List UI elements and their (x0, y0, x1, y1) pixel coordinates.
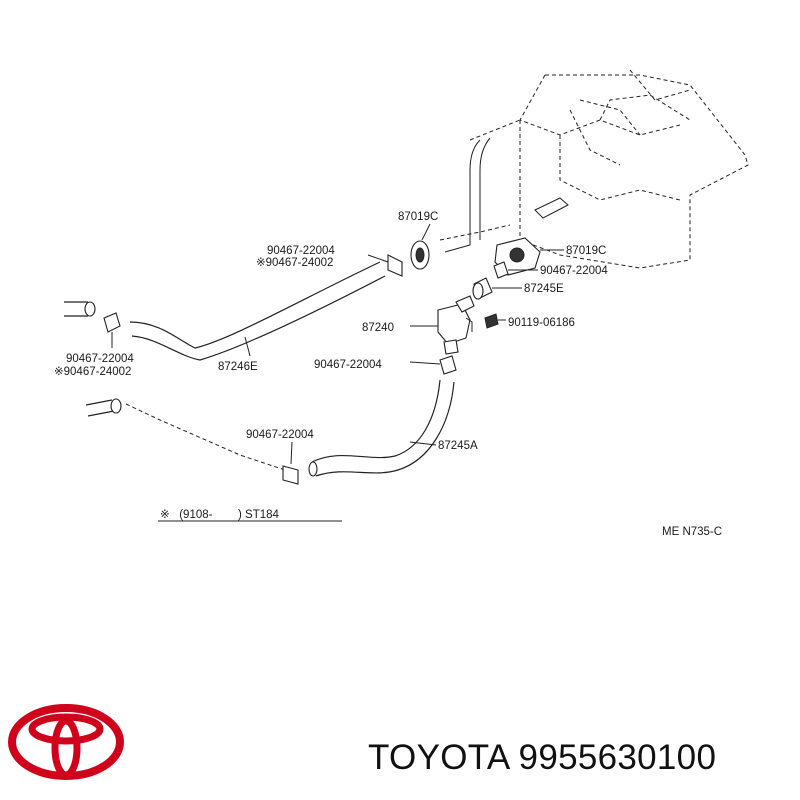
note-text: ※ (9108- ) ST184 (160, 509, 280, 521)
label-90467-24002-left: ※90467-24002 (54, 366, 131, 378)
label-90467-22004-c: 90467-22004 (314, 359, 382, 371)
label-90467-22004-a: 90467-22004 (267, 245, 335, 257)
clamp-90467-c (409, 355, 457, 375)
label-87019c-right: 87019C (566, 245, 606, 257)
hose-87245a (308, 379, 455, 477)
clamp-90467-left (103, 312, 121, 348)
diagram-code: ME N735-C (662, 526, 722, 538)
label-87245e: 87245E (524, 283, 564, 295)
label-90467-22004-b: 90467-22004 (540, 265, 608, 277)
label-90467-22004-left: 90467-22004 (66, 353, 134, 365)
pipe-stub-upper (64, 301, 96, 317)
hose-87246e (129, 261, 386, 361)
heater-unit (439, 69, 749, 269)
toyota-logo-icon (8, 704, 124, 780)
grommet-87019c-top (410, 223, 431, 270)
clamp-90467-b (493, 261, 538, 279)
water-valve-87240 (410, 295, 475, 355)
label-90467-22004-d: 90467-22004 (246, 429, 314, 441)
label-90119-06186: 90119-06186 (508, 317, 575, 329)
label-90467-24002-a: ※90467-24002 (256, 257, 333, 269)
label-87245a: 87245A (438, 440, 478, 452)
hose-piece-87245e (472, 277, 522, 300)
label-87246e: 87246E (218, 361, 258, 373)
grommet-plate-87019c (494, 237, 564, 276)
label-87240: 87240 (362, 322, 394, 334)
clamp-90467-d (282, 441, 299, 485)
pipe-stub-lower (85, 398, 286, 471)
clamp-90467-a (367, 254, 403, 277)
label-87019c-top: 87019C (398, 211, 438, 223)
screw-90119 (484, 313, 506, 329)
brand-part-number: TOYOTA 9955630100 (368, 738, 717, 777)
